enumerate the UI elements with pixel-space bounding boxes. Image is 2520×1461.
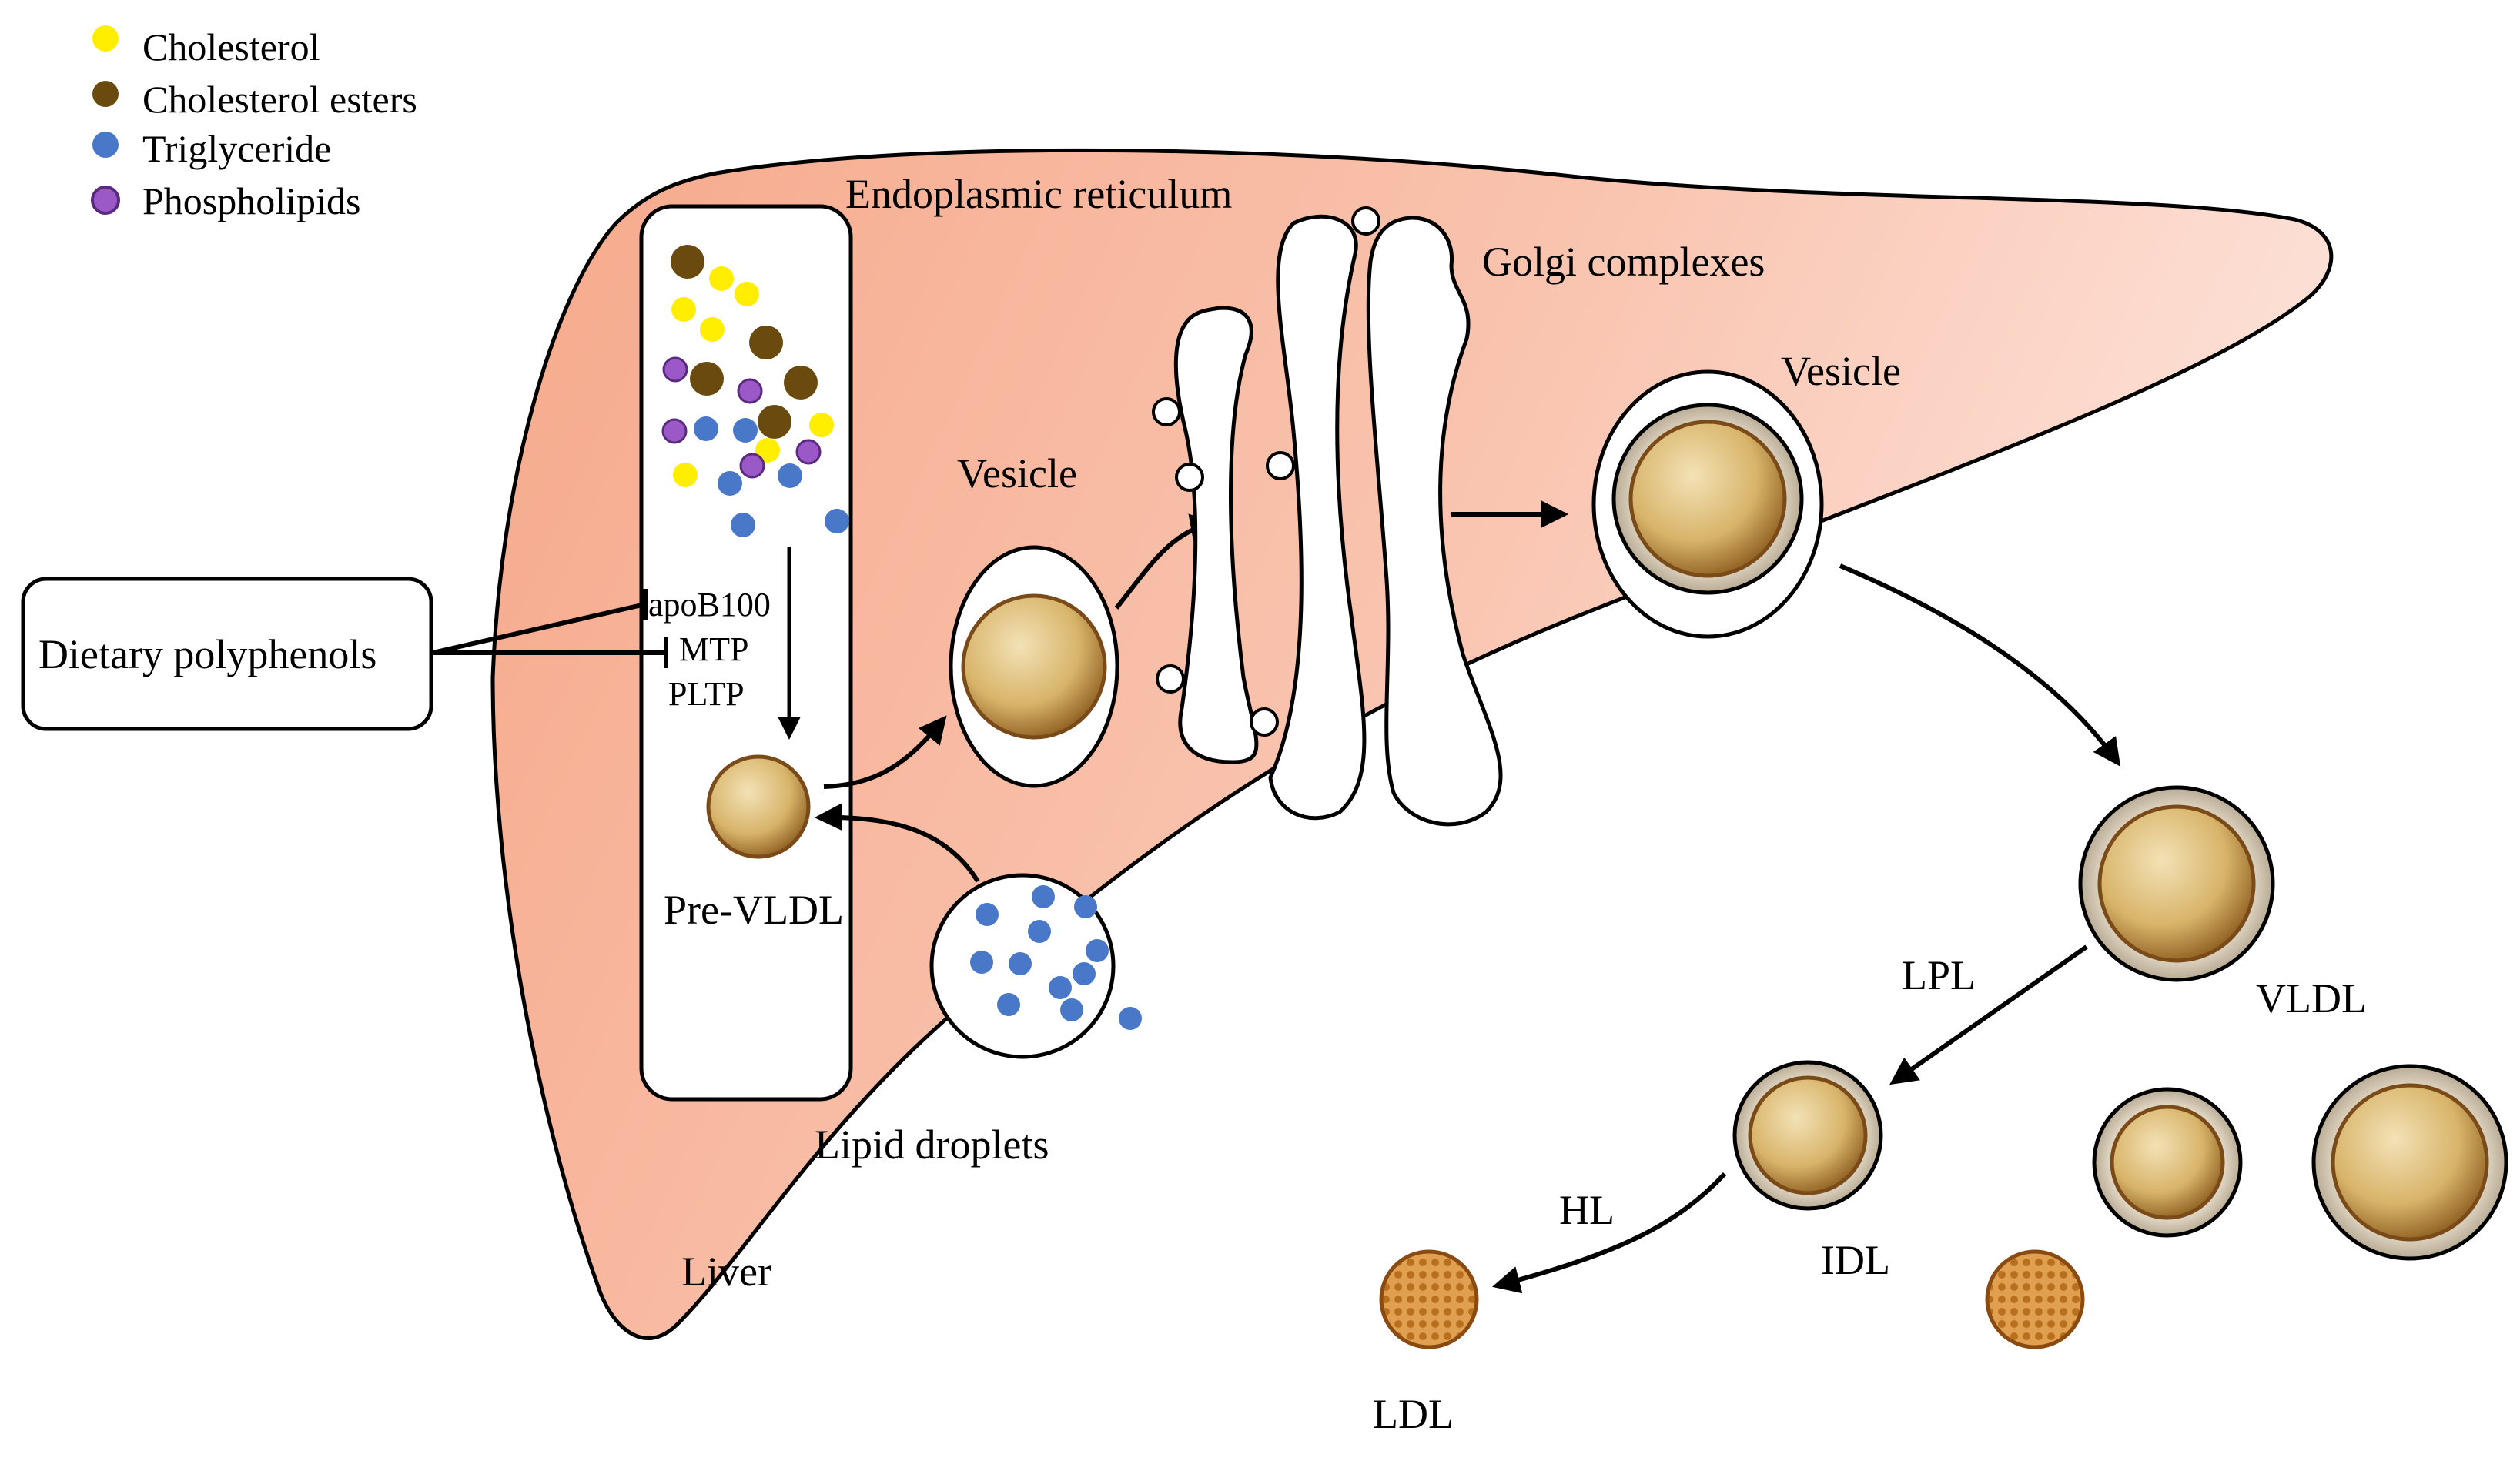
legend-label-phospholipids: Phospholipids [142, 179, 360, 222]
arrow-prevldl-vesicle [823, 715, 947, 789]
dietary-polyphenols-box [21, 577, 433, 731]
vesicle-left [949, 545, 1119, 788]
arrow-vesicle-vldl [1839, 563, 2121, 767]
pre-vldl-particle [706, 754, 811, 859]
vesicle-right [1591, 369, 1824, 639]
vldl-particle [2078, 785, 2275, 982]
er-label: Endoplasmic reticulum [845, 171, 1232, 217]
legend: Cholesterol Cholesterol esters Triglycer… [91, 25, 417, 222]
liver-shape [490, 148, 2334, 1340]
pltp-label: PLTP [668, 675, 745, 713]
mtp-label: MTP [679, 630, 748, 668]
arrow-vldl-idl [1889, 944, 2088, 1085]
legend-swatch-cholesterol [92, 25, 119, 52]
vldl-particle-large [2311, 1064, 2508, 1261]
vldl-particle-small [2092, 1087, 2243, 1238]
vesicle-left-label: Vesicle [957, 450, 1077, 496]
lipid-droplet [929, 873, 1142, 1059]
legend-label-triglyceride: Triglyceride [142, 127, 331, 170]
legend-swatch-cholesterol-esters [92, 81, 119, 107]
legend-label-cholesterol: Cholesterol [142, 25, 320, 69]
ldl-label: LDL [1373, 1391, 1454, 1437]
ldl-particle [1379, 1249, 1479, 1349]
arrow-idl-ldl [1492, 1172, 1727, 1294]
dietary-polyphenols-label: Dietary polyphenols [38, 631, 376, 677]
golgi-label: Golgi complexes [1482, 239, 1765, 285]
hl-label: HL [1559, 1187, 1615, 1233]
idl-particle [1732, 1060, 1883, 1211]
arrow-droplets-prevldl [814, 803, 980, 883]
vesicle-right-label: Vesicle [1781, 348, 1901, 394]
small-vesicles [1152, 206, 1380, 737]
legend-swatch-triglyceride [92, 132, 119, 158]
pre-vldl-label: Pre-VLDL [664, 887, 844, 933]
legend-swatch-phospholipids [91, 186, 120, 215]
apob100-label: apoB100 [648, 586, 771, 624]
ldl-particle-small [1985, 1249, 2085, 1349]
legend-label-cholesterol-esters: Cholesterol esters [142, 78, 417, 121]
idl-label: IDL [1821, 1237, 1890, 1283]
golgi-complex [1173, 214, 1503, 827]
er-lipid-dots [661, 245, 849, 537]
lipid-droplets-label: Lipid droplets [815, 1122, 1049, 1168]
vldl-label: VLDL [2256, 975, 2367, 1021]
lpl-label: LPL [1902, 952, 1976, 998]
liver-label: Liver [681, 1249, 771, 1295]
inhibition-lines [432, 589, 668, 668]
